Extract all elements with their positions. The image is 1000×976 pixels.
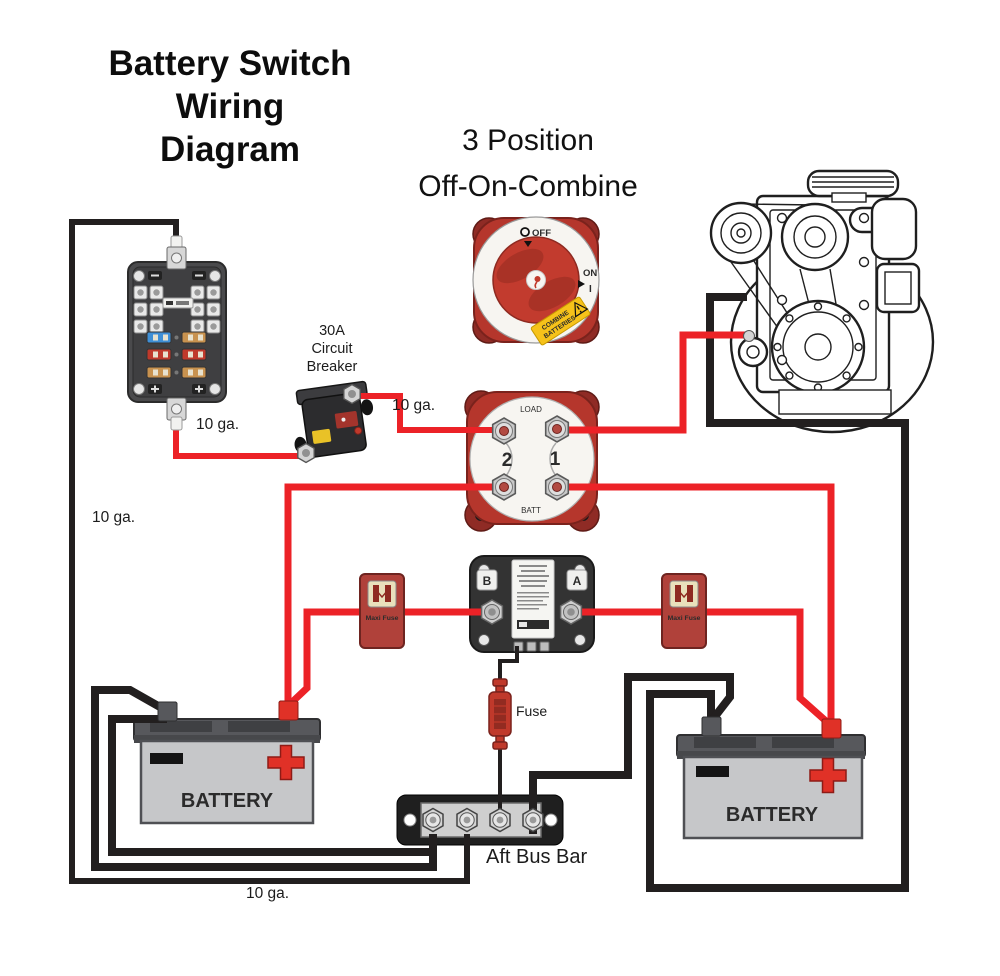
acr-brand-bar	[517, 620, 549, 629]
switch-back-face	[469, 396, 595, 522]
plus-mark	[267, 744, 305, 781]
oil-pan	[778, 389, 892, 415]
terminal-load-1	[544, 415, 570, 443]
wire-battery1-neg-busbar	[91, 686, 437, 871]
connectors-top: Maxi Fuse Maxi Fuse	[157, 235, 842, 833]
engine-positive-terminal	[743, 330, 755, 342]
wire-gauge-label-3: 10 ga.	[92, 509, 136, 526]
terminal-batt-1	[544, 473, 570, 501]
crimp-connector	[170, 416, 183, 431]
engine	[709, 169, 935, 434]
wire-gauge-label-4: 10 ga.	[246, 885, 290, 902]
subtitle-line1: 3 Position	[462, 124, 594, 157]
position-1-label: 1	[550, 449, 561, 470]
wire-fuseblock-ground	[69, 219, 470, 884]
title-line3: Diagram	[159, 130, 301, 169]
maxi-fuse-right: Maxi Fuse	[661, 573, 707, 649]
wire-battery1-pos-switch	[284, 483, 506, 703]
dual-switch-rear: LOAD 2 1 BATT	[464, 390, 600, 532]
wire-battery2-neg-busbar	[529, 673, 734, 834]
breaker-terminals	[297, 383, 361, 464]
rubber-boot	[360, 399, 374, 416]
maxi-fuse-left-label: Maxi Fuse	[366, 615, 399, 622]
aft-bus-bar	[396, 794, 564, 846]
circuit-breaker-label: 30A Circuit Breaker	[306, 323, 358, 375]
terminal-load-label: LOAD	[520, 405, 542, 414]
warning-triangle-icon	[574, 301, 589, 318]
switch-off-label: OFF	[532, 228, 551, 239]
acr-terminal-a-stud	[559, 599, 583, 625]
yellow-label	[311, 428, 332, 444]
off-symbol	[520, 227, 530, 237]
wire-gauge-label-2: 10 ga.	[392, 397, 436, 414]
wire-engine-ground	[646, 293, 909, 892]
battery-switch-front: OFF ON I COMBINE BATTERIES	[472, 216, 600, 346]
terminal-batt-label: BATT	[521, 506, 541, 515]
switch-on-position: I	[589, 284, 592, 295]
minus-mark	[150, 753, 183, 764]
on-pointer	[578, 280, 585, 288]
acr-product-label	[511, 559, 555, 639]
wire-breaker-switch-load2	[348, 393, 506, 433]
terminal-load-2	[491, 417, 517, 445]
acr-terminal-a-label: A	[573, 574, 582, 588]
battery-left-label: BATTERY	[181, 790, 274, 812]
title-line2: Wiring	[175, 87, 285, 126]
acr-terminal-b-stud	[480, 599, 504, 625]
maxi-fuse-right-label: Maxi Fuse	[668, 615, 701, 622]
inline-fuse-label: Fuse	[516, 703, 548, 719]
acr: B A	[469, 555, 595, 653]
title-line1: Battery Switch	[108, 44, 352, 83]
fuse-block	[127, 261, 227, 403]
air-cleaner	[806, 169, 900, 198]
battery-right-label: BATTERY	[726, 804, 819, 826]
diagram-title: Battery Switch Wiring Diagram	[60, 42, 400, 171]
switch-on-label: ON	[583, 268, 597, 279]
position-2-label: 2	[502, 450, 513, 471]
diagram-subtitle: 3 Position Off-On-Combine	[348, 118, 708, 210]
aft-bus-bar-label: Aft Bus Bar	[486, 846, 588, 868]
wires	[69, 219, 909, 892]
inline-fuse	[488, 678, 512, 750]
wire-battery2-pos-switch	[556, 483, 835, 720]
maxi-fuse-left: Maxi Fuse	[359, 573, 405, 649]
off-pointer	[524, 241, 532, 247]
wire-switch-load1-engine	[556, 331, 748, 434]
plus-mark	[809, 757, 847, 794]
wire-battery1-neg-2	[108, 715, 431, 856]
minus-mark	[696, 766, 729, 777]
subtitle-line2: Off-On-Combine	[418, 170, 638, 203]
terminal-batt-2	[491, 473, 517, 501]
red-label	[334, 410, 359, 429]
acr-terminal-b-label: B	[483, 574, 492, 588]
wire-gauge-label-1: 10 ga.	[196, 416, 240, 433]
